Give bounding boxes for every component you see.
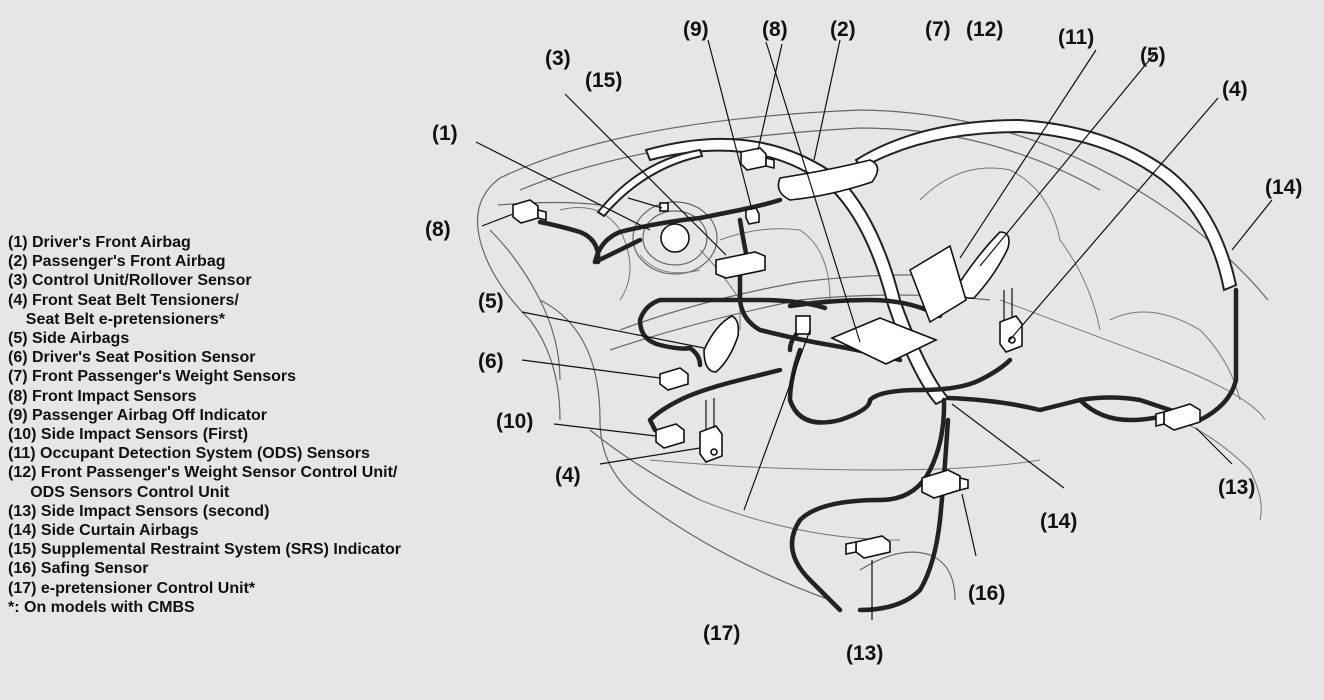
callout-8-top: (8): [762, 18, 788, 41]
driver-seat-position-sensor: [659, 367, 689, 391]
seat-belt-tensioner-left: [699, 425, 723, 463]
side-airbag-passenger: [958, 231, 1010, 299]
callout-5-top: (5): [1140, 44, 1166, 67]
component-legend: (1) Driver's Front Airbag (2) Passenger'…: [8, 233, 401, 617]
callout-13-right: (13): [1218, 476, 1255, 499]
legend-item-8: (8) Front Impact Sensors: [8, 387, 197, 405]
e-pretensioner-control-unit: [795, 315, 811, 335]
legend-item-11: (11) Occupant Detection System (ODS) Sen…: [8, 445, 370, 463]
callout-3: (3): [545, 47, 571, 70]
legend-item-12: (12) Front Passenger's Weight Sensor Con…: [8, 464, 398, 482]
legend-item-6: (6) Driver's Seat Position Sensor: [8, 349, 256, 367]
legend-item-14: (14) Side Curtain Airbags: [8, 522, 199, 540]
passenger-front-airbag: [777, 159, 879, 201]
legend-item-7: (7) Front Passenger's Weight Sensors: [8, 368, 297, 386]
callout-16: (16): [968, 582, 1005, 605]
curtain-airbag-right: [854, 118, 1238, 292]
front-impact-sensor-right: [740, 147, 767, 171]
callout-1: (1): [432, 122, 458, 145]
front-impact-sensor-left: [512, 199, 539, 224]
srs-indicator: [659, 202, 669, 212]
callout-9: (9): [683, 18, 709, 41]
legend-item-1: (1) Driver's Front Airbag: [8, 234, 191, 251]
passenger-airbag-off-indicator: [745, 207, 760, 225]
legend-item-4: (4) Front Seat Belt Tensioners/: [8, 291, 239, 309]
side-airbag-driver: [703, 315, 740, 373]
legend-item-5: (5) Side Airbags: [8, 330, 130, 348]
legend-item-3: (3) Control Unit/Rollover Sensor: [8, 272, 252, 290]
weight-sensors: [830, 317, 939, 365]
callout-14-bottom: (14): [1040, 510, 1077, 533]
legend-item-13: (13) Side Impact Sensors (second): [8, 502, 270, 520]
legend-item-12-continued: ODS Sensors Control Unit: [8, 483, 230, 501]
legend-item-16: (16) Safing Sensor: [8, 560, 149, 578]
callout-8-left: (8): [425, 218, 451, 241]
callout-15: (15): [585, 69, 622, 92]
callout-4-top: (4): [1222, 78, 1248, 101]
callout-14-top: (14): [1265, 176, 1302, 199]
legend-item-15: (15) Supplemental Restraint System (SRS)…: [8, 541, 401, 559]
callout-2: (2): [830, 18, 856, 41]
callout-7: (7): [925, 18, 951, 41]
legend-item-2: (2) Passenger's Front Airbag: [8, 253, 226, 271]
legend-item-17: (17) e-pretensioner Control Unit*: [8, 579, 256, 597]
control-unit-rollover-sensor: [715, 251, 766, 279]
legend-item-10: (10) Side Impact Sensors (First): [8, 426, 249, 444]
driver-front-airbag: [660, 223, 690, 253]
callout-13-bottom: (13): [846, 642, 883, 665]
callout-10: (10): [496, 410, 533, 433]
components: [512, 147, 1201, 559]
callout-11: (11): [1058, 26, 1094, 49]
callouts: (1) (15) (3) (9) (8) (2) (7) (12) (11) (…: [425, 18, 1302, 665]
callout-5-left: (5): [478, 290, 504, 313]
callout-4-left: (4): [555, 464, 581, 487]
leader-lines: [475, 39, 1273, 620]
side-curtain-airbags: [596, 118, 1238, 406]
legend-item-9: (9) Passenger Airbag Off Indicator: [8, 406, 268, 424]
callout-12: (12): [966, 18, 1003, 41]
ods-sensors: [909, 244, 967, 324]
side-impact-sensor-second-rear: [855, 535, 891, 559]
callout-6: (6): [478, 350, 504, 373]
seat-belt-tensioner-right: [999, 315, 1023, 353]
legend-item-4-continued: Seat Belt e-pretensioners*: [8, 310, 225, 328]
callout-17: (17): [703, 622, 740, 645]
legend-footnote: *: On models with CMBS: [8, 598, 195, 616]
side-impact-sensor-first: [655, 423, 685, 449]
